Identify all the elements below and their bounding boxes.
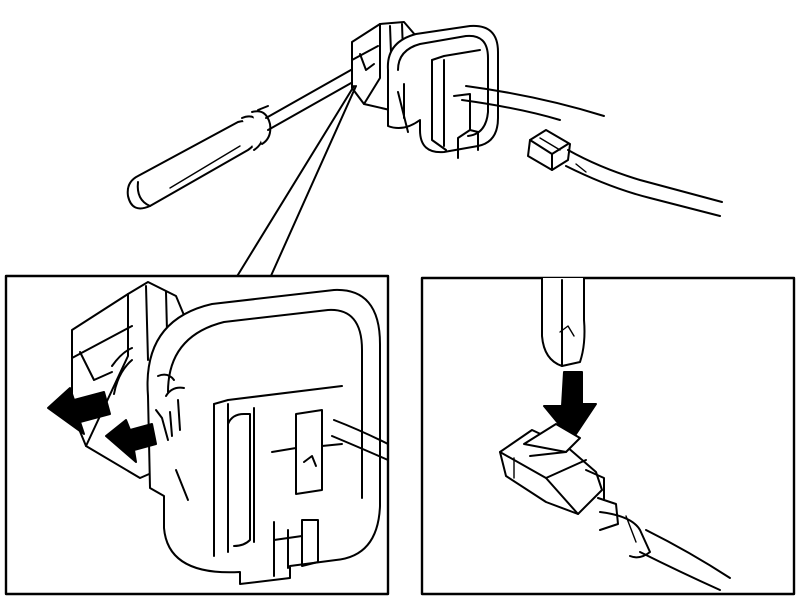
detail-frame-right <box>420 276 796 596</box>
connector-housing-overview <box>351 21 605 159</box>
cable-with-terminal <box>527 129 723 217</box>
wire-line <box>645 529 731 579</box>
callout-lines <box>235 85 357 279</box>
screwdriver-tip-icon <box>541 277 586 367</box>
locking-tabs <box>111 347 189 501</box>
press-arrow-icon <box>47 387 157 463</box>
screwdriver-icon <box>126 65 365 210</box>
overview-scene <box>126 21 723 279</box>
detail-panel-left <box>4 274 390 596</box>
lock-frame-detail <box>146 288 381 585</box>
terminal-detail <box>499 423 651 559</box>
detail-panel-right <box>420 276 796 596</box>
push-down-arrow-icon <box>543 371 597 441</box>
